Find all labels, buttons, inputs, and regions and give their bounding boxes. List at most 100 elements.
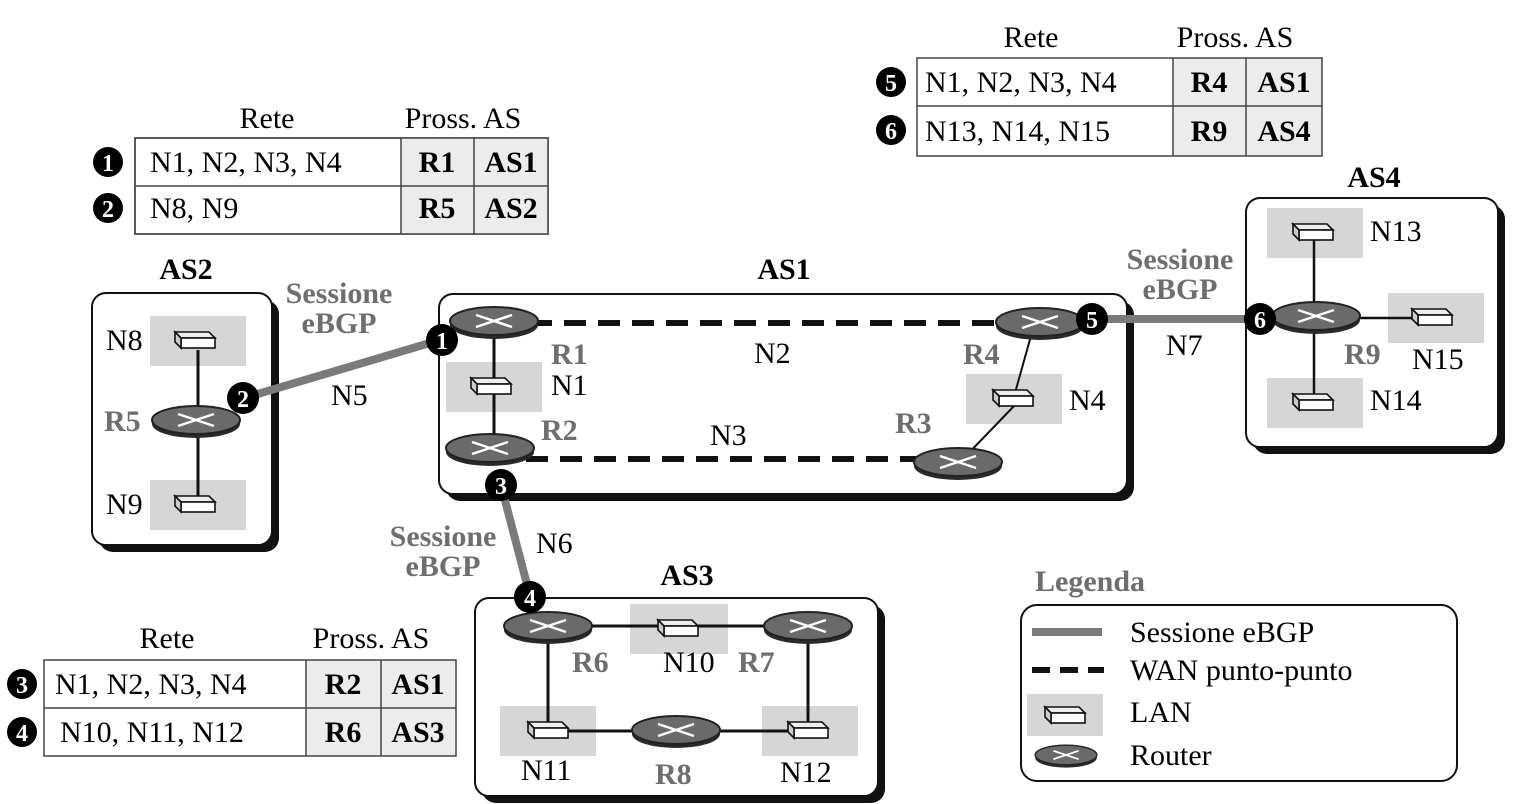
marker-5-label: 5 xyxy=(885,71,897,97)
n14-lan-icon xyxy=(1292,393,1334,411)
r6-router-icon xyxy=(502,610,594,646)
table-3-frame xyxy=(43,659,457,757)
r5-router-icon xyxy=(150,404,242,440)
session-label-as2-as1: Sessione eBGP xyxy=(286,277,393,340)
table-2-row-2-networks: N13, N14, N15 xyxy=(925,115,1110,148)
table-2-row-2-router: R9 xyxy=(1191,115,1228,148)
marker-6-diagram-icon xyxy=(1244,303,1276,335)
r9-label: R9 xyxy=(1344,338,1381,371)
r6-label: R6 xyxy=(572,646,609,679)
table-3-header-rete: Rete xyxy=(140,622,195,655)
r4-router-icon xyxy=(994,306,1086,342)
n12-label: N12 xyxy=(780,756,832,789)
table-2-header-rete: Rete xyxy=(1004,21,1059,54)
n9-label: N9 xyxy=(106,488,143,521)
table-1-row-1-networks: N1, N2, N3, N4 xyxy=(150,146,342,179)
table-1-header-rete: Rete xyxy=(240,102,295,135)
table-1-row-2-networks: N8, N9 xyxy=(150,192,238,225)
session-label-as1-as4: Sessione eBGP xyxy=(1127,243,1234,306)
n6-label: N6 xyxy=(536,527,573,560)
legend-router-icon xyxy=(1034,744,1098,769)
table-1-row-1-as: AS1 xyxy=(484,146,537,179)
routing-table-3: Rete Pross. AS 3 4 N1, N2, N3, N4 R2 AS1… xyxy=(7,622,457,757)
session-label-2-line2: eBGP xyxy=(1143,273,1218,306)
marker-1-label: 1 xyxy=(102,151,114,177)
marker-5-diagram-label: 5 xyxy=(1086,308,1098,334)
r7-label: R7 xyxy=(738,646,775,679)
ebgp-session-n5 xyxy=(242,336,442,402)
n13-lan-icon xyxy=(1292,223,1334,241)
marker-6-icon xyxy=(876,115,906,145)
n13-label: N13 xyxy=(1370,215,1422,248)
n7-label: N7 xyxy=(1166,329,1203,362)
table-3-row-2-router: R6 xyxy=(325,716,362,749)
table-2-row-1-networks: N1, N2, N3, N4 xyxy=(925,66,1117,99)
table-2-header-pross: Pross. AS xyxy=(1177,21,1294,54)
session-label-1-line2: eBGP xyxy=(302,307,377,340)
r4-label: R4 xyxy=(963,338,1000,371)
as4-label: AS4 xyxy=(1347,161,1400,194)
routing-table-1: Rete Pross. AS 1 2 N1, N2, N3, N4 R1 AS1… xyxy=(93,102,549,235)
n8-label: N8 xyxy=(106,324,143,357)
n8-lan-icon xyxy=(174,331,216,349)
n15-lan-icon xyxy=(1411,308,1453,326)
r8-router-icon xyxy=(630,714,722,750)
legend-ebgp-label: Sessione eBGP xyxy=(1130,616,1314,649)
n10-label: N10 xyxy=(663,646,715,679)
r9-router-icon xyxy=(1270,300,1362,336)
table-3-header-pross: Pross. AS xyxy=(313,622,430,655)
r7-router-icon xyxy=(762,610,854,646)
legend-router-label: Router xyxy=(1130,739,1212,772)
n1-lan-icon xyxy=(470,377,512,395)
table-3-row-2-networks: N10, N11, N12 xyxy=(60,716,244,749)
n11-label: N11 xyxy=(521,754,572,787)
legend-title: Legenda xyxy=(1035,565,1145,598)
as2-label: AS2 xyxy=(159,253,212,286)
r3-label: R3 xyxy=(895,407,932,440)
marker-2-icon xyxy=(93,193,123,223)
marker-4-diagram-label: 4 xyxy=(524,586,536,612)
table-1-header-pross: Pross. AS xyxy=(405,102,522,135)
table-3-row-1-as: AS1 xyxy=(391,668,444,701)
marker-5-diagram-icon xyxy=(1076,303,1108,335)
table-1-row-2-as: AS2 xyxy=(484,192,537,225)
as3-label: AS3 xyxy=(660,559,713,592)
legend-box xyxy=(1020,604,1458,782)
n2-label: N2 xyxy=(754,337,791,370)
n12-lan-icon xyxy=(787,721,829,739)
n9-lan-icon xyxy=(174,495,216,513)
marker-1-diagram-label: 1 xyxy=(436,329,448,355)
session-label-3-line1: Sessione xyxy=(390,520,497,553)
marker-5-icon xyxy=(876,67,906,97)
table-1-row-2-router: R5 xyxy=(419,192,456,225)
marker-4-table-label: 4 xyxy=(16,721,28,747)
n4-label: N4 xyxy=(1069,384,1106,417)
marker-4-diagram-icon xyxy=(514,581,546,613)
table-2-frame xyxy=(916,57,1323,157)
marker-1-icon xyxy=(93,147,123,177)
n15-label: N15 xyxy=(1412,343,1464,376)
n5-label: N5 xyxy=(331,379,368,412)
r1-router-icon xyxy=(448,305,540,341)
r1-label: R1 xyxy=(551,338,588,371)
marker-2-diagram-label: 2 xyxy=(237,387,249,413)
marker-1-diagram-icon xyxy=(426,324,458,356)
session-label-3-line2: eBGP xyxy=(406,550,481,583)
legend-lan-label: LAN xyxy=(1130,696,1192,729)
r5-label: R5 xyxy=(104,405,141,438)
legend-wan-label: WAN punto-punto xyxy=(1130,654,1352,687)
table-3-row-1-router: R2 xyxy=(325,668,362,701)
legend: Legenda Sessione eBGP WAN punto-punto LA… xyxy=(1020,565,1458,782)
table-3-row-1-networks: N1, N2, N3, N4 xyxy=(55,668,247,701)
table-2-row-1-router: R4 xyxy=(1191,66,1228,99)
r3-router-icon xyxy=(912,446,1004,482)
as1-label: AS1 xyxy=(757,253,810,286)
marker-3-table-label: 3 xyxy=(16,673,28,699)
routing-table-2: Rete Pross. AS 5 6 N1, N2, N3, N4 R4 AS1… xyxy=(876,21,1323,157)
ebgp-session-n6 xyxy=(497,483,534,598)
n14-label: N14 xyxy=(1370,384,1422,417)
legend-lan-icon xyxy=(1044,706,1086,724)
n10-lan-icon xyxy=(657,619,699,637)
diagram-markers: 1 2 3 4 5 6 xyxy=(227,303,1276,613)
